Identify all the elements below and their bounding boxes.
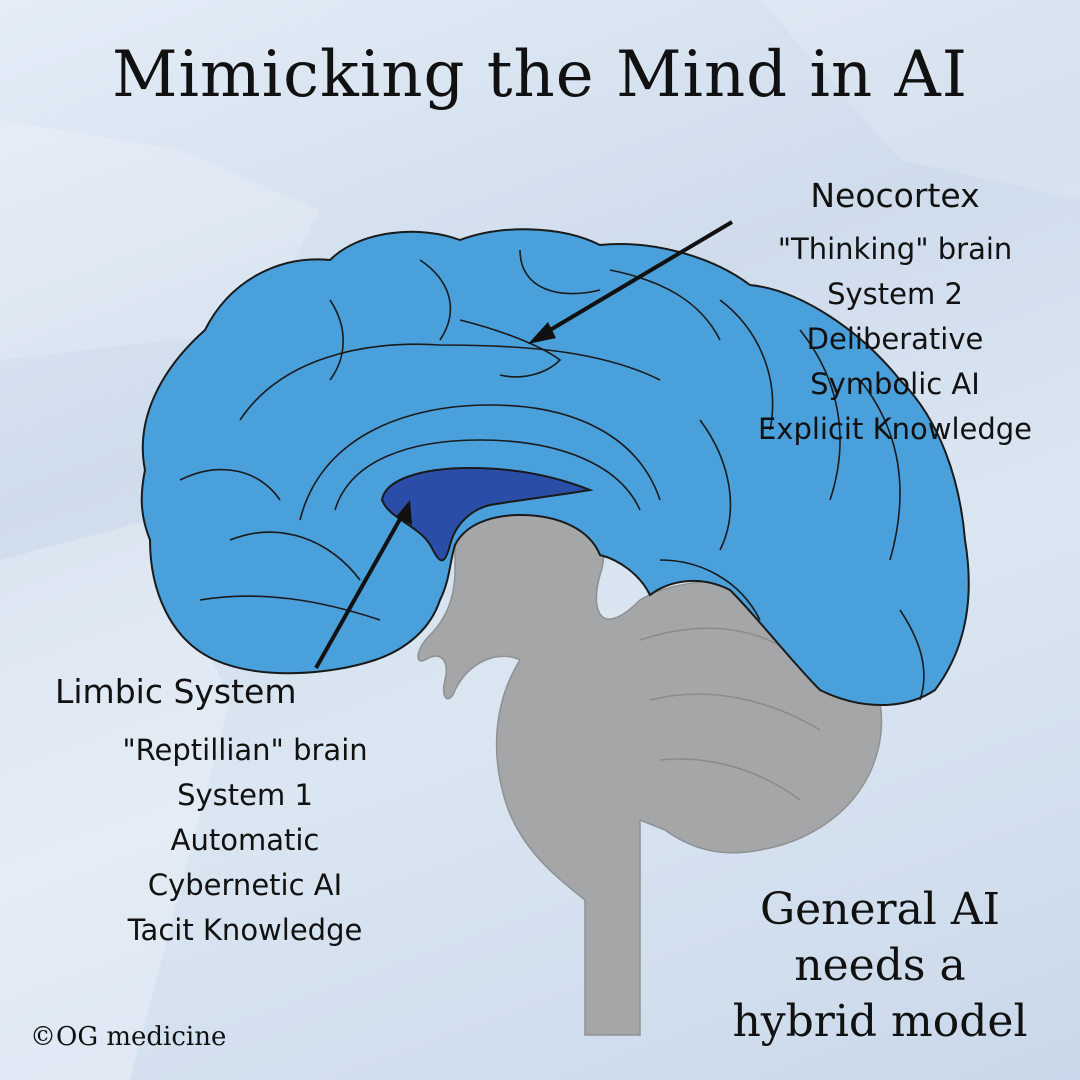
- limbic-arrow: [314, 500, 412, 669]
- limbic-heading: Limbic System: [55, 672, 297, 711]
- neocortex-arrow: [528, 220, 734, 344]
- neocortex-line: Explicit Knowledge: [757, 412, 1032, 446]
- limbic-line: Automatic: [170, 823, 320, 857]
- conclusion-line: needs a: [794, 940, 966, 991]
- copyright-credit: ©OG medicine: [30, 1022, 227, 1052]
- limbic-line: System 1: [177, 778, 313, 812]
- cortex-shape: [140, 228, 970, 706]
- limbic-region: [380, 466, 594, 562]
- conclusion-line: General AI: [759, 884, 1001, 935]
- neocortex-line: "Thinking" brain: [777, 232, 1013, 266]
- limbic-line: Tacit Knowledge: [127, 913, 363, 947]
- limbic-line: "Reptillian" brain: [122, 733, 368, 767]
- limbic-label-block: "Reptillian" brain System 1 Automatic Cy…: [95, 728, 395, 953]
- neocortex-heading: Neocortex: [810, 176, 980, 215]
- neocortex-label-block: Neocortex "Thinking" brain System 2 Deli…: [730, 176, 1060, 452]
- page-title: Mimicking the Mind in AI: [112, 38, 968, 112]
- neocortex-line: System 2: [827, 277, 963, 311]
- brainstem-shape: [417, 509, 883, 1036]
- conclusion-text: General AI needs a hybrid model: [700, 882, 1060, 1050]
- limbic-line: Cybernetic AI: [147, 868, 343, 902]
- neocortex-line: Deliberative: [806, 322, 984, 356]
- conclusion-line: hybrid model: [732, 996, 1028, 1047]
- neocortex-line: Symbolic AI: [810, 367, 980, 401]
